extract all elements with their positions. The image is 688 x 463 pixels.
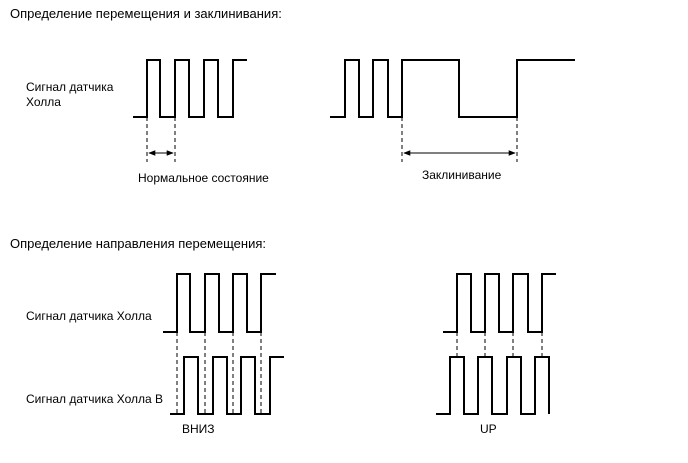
hall-signal-a-down-waveform — [163, 273, 276, 333]
jam-label: Заклинивание — [422, 168, 502, 182]
hall-signal-b-down-waveform — [170, 356, 284, 415]
direction-down-label: ВНИЗ — [182, 422, 215, 436]
normal-state-label: Нормальное состояние — [138, 171, 269, 185]
section-title-movement-jam: Определение перемещения и заклинивания: — [10, 6, 282, 21]
hall-signal-b-up-waveform — [436, 356, 550, 415]
hall-signal-b-label: Сигнал датчика Холла B — [26, 392, 164, 406]
hall-signal-normal-waveform — [133, 59, 247, 118]
section-title-direction: Определение направления перемещения: — [10, 236, 267, 251]
hall-signal-jam-waveform — [330, 59, 575, 118]
hall-signal-a-up-waveform — [443, 273, 556, 333]
hall-signal-label-line1: Сигнал датчика — [26, 80, 114, 94]
direction-up-label: UP — [480, 422, 497, 436]
hall-signal-a-label: Сигнал датчика Холла — [26, 309, 152, 323]
hall-signal-label-line2: Холла — [26, 95, 61, 109]
